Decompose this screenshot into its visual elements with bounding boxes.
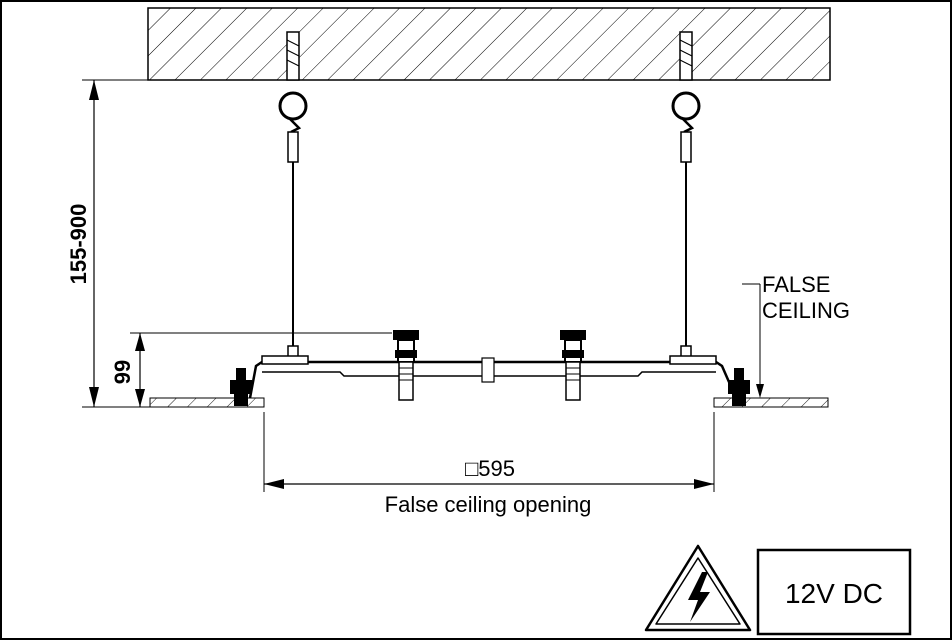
right-hook-ring bbox=[671, 91, 701, 121]
left-wire-gripper bbox=[287, 131, 299, 163]
voltage-label: 12V DC bbox=[785, 578, 883, 609]
offset-label: 99 bbox=[110, 360, 135, 384]
height-range-label: 155-900 bbox=[66, 204, 91, 285]
ceiling-slab bbox=[147, 7, 831, 81]
offset-dimension bbox=[130, 332, 392, 407]
height-dimension bbox=[82, 79, 236, 408]
voltage-box bbox=[756, 548, 912, 636]
left-suspension bbox=[278, 31, 308, 359]
opening-dimension bbox=[263, 412, 715, 492]
opening-size-label: □595 bbox=[465, 456, 515, 481]
center-bolt-left bbox=[393, 330, 419, 401]
right-suspension bbox=[671, 31, 701, 359]
false-ceiling-leader bbox=[742, 283, 764, 398]
left-hook-ring bbox=[278, 91, 308, 121]
right-anchor bbox=[679, 31, 693, 81]
false-ceiling-right bbox=[713, 397, 829, 408]
opening-caption: False ceiling opening bbox=[385, 492, 592, 517]
left-anchor bbox=[286, 31, 300, 81]
right-edge-clamp bbox=[728, 368, 750, 406]
false-ceiling-label-line1: FALSE bbox=[762, 272, 830, 297]
false-ceiling-label-line2: CEILING bbox=[762, 298, 850, 323]
right-wire-gripper bbox=[680, 131, 692, 163]
electric-hazard-icon bbox=[644, 544, 752, 632]
left-edge-clamp bbox=[230, 368, 252, 406]
luminaire-body bbox=[248, 355, 738, 399]
center-bolt-right bbox=[560, 330, 586, 401]
